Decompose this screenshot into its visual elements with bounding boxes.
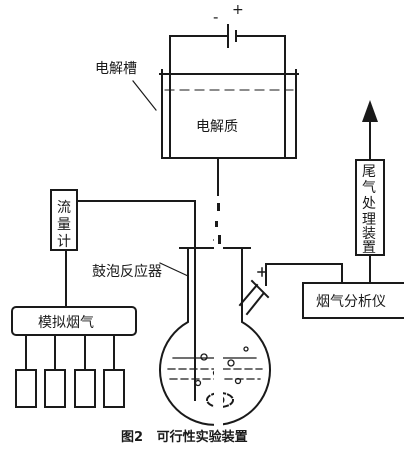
flowmeter-label-2: 量 xyxy=(57,217,71,233)
tail-gas-label-6: 置 xyxy=(362,240,376,256)
dc-power-source xyxy=(169,24,286,159)
gas-mixer-box xyxy=(11,306,137,336)
tail-gas-label-5: 装 xyxy=(362,226,376,242)
pipe-tick-marks xyxy=(215,203,221,244)
simulated-flue-gas-label: 模拟烟气 xyxy=(38,315,94,331)
reactor-to-analyzer-line xyxy=(265,263,343,286)
battery-plus-sign: + xyxy=(232,2,244,18)
scan-fold-gap xyxy=(214,196,223,455)
electrolyte-label: 电解质 xyxy=(196,119,238,135)
flowmeter-label-3: 计 xyxy=(57,234,71,250)
flowmeter-box xyxy=(50,189,78,251)
flue-gas-analyzer-label: 烟气分析仪 xyxy=(316,294,386,310)
tail-gas-label-1: 尾 xyxy=(362,164,376,180)
exhaust-arrow xyxy=(362,100,378,122)
flue-gas-analyzer-box xyxy=(302,282,404,319)
battery-minus-sign: - xyxy=(213,8,218,26)
bubbling-reactor-label: 鼓泡反应器 xyxy=(92,263,162,280)
electrolysis-tank-label: 电解槽 xyxy=(95,61,137,77)
electrolysis-tank xyxy=(132,69,299,159)
reactor-label-leader xyxy=(159,262,189,277)
gas-cylinders xyxy=(15,334,125,408)
flowmeter-label-1: 流 xyxy=(57,200,71,216)
tail-gas-label-2: 气 xyxy=(362,180,376,196)
tail-gas-label-4: 理 xyxy=(362,212,376,228)
figure-caption: 图2 可行性实验装置 xyxy=(121,429,248,445)
bubbles xyxy=(194,346,249,387)
tail-gas-label-3: 处 xyxy=(362,196,376,212)
gas-inlet-line xyxy=(76,200,196,401)
